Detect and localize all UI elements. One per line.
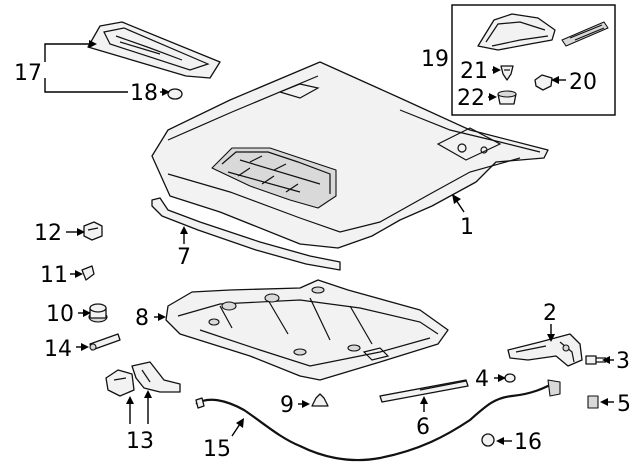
callout-4: 4 bbox=[475, 367, 489, 392]
arrow-18 bbox=[162, 88, 170, 96]
arrow-14 bbox=[81, 343, 89, 351]
bumper-10-part bbox=[88, 303, 108, 323]
callout-1: 1 bbox=[460, 215, 474, 240]
fastener-4-part bbox=[504, 373, 516, 383]
clip-12-part bbox=[83, 221, 103, 241]
arrow-12 bbox=[77, 228, 85, 236]
inset-box bbox=[451, 4, 616, 116]
arrow-3 bbox=[602, 356, 610, 364]
arrow-16 bbox=[496, 437, 504, 445]
arrow-1 bbox=[452, 194, 461, 204]
fastener-9-part bbox=[311, 393, 329, 407]
trim-strip-part bbox=[561, 21, 609, 47]
arrow-13a bbox=[126, 396, 134, 404]
clip-20-part bbox=[534, 74, 553, 91]
arrow-11 bbox=[75, 270, 83, 278]
callout-19: 19 bbox=[421, 47, 449, 72]
arrow-21 bbox=[493, 66, 501, 74]
hood-inner-panel-part bbox=[165, 279, 449, 381]
leader-17 bbox=[44, 43, 128, 93]
leader-13 bbox=[129, 396, 149, 424]
grommet-18-part bbox=[167, 88, 183, 100]
bolt-3-part bbox=[585, 355, 606, 365]
leader-15 bbox=[231, 423, 241, 437]
callout-12: 12 bbox=[34, 221, 62, 246]
prop-rod-clip-14-part bbox=[89, 333, 121, 351]
arrow-15 bbox=[236, 418, 244, 428]
arrow-8 bbox=[158, 313, 166, 321]
arrow-4 bbox=[498, 374, 506, 382]
arrow-17 bbox=[89, 40, 97, 48]
hood-hinge-part bbox=[507, 333, 583, 367]
callout-21: 21 bbox=[460, 59, 488, 84]
callout-16: 16 bbox=[514, 430, 542, 455]
callout-14: 14 bbox=[44, 337, 72, 362]
callout-7: 7 bbox=[177, 245, 191, 270]
hood-latch-part bbox=[105, 361, 181, 397]
clip-11-part bbox=[81, 265, 95, 281]
callout-17: 17 bbox=[14, 61, 42, 86]
callout-9: 9 bbox=[280, 393, 294, 418]
callout-18: 18 bbox=[130, 81, 158, 106]
grommet-22-part bbox=[497, 90, 517, 105]
weatherstrip-part bbox=[151, 197, 341, 271]
callout-3: 3 bbox=[616, 349, 630, 374]
callout-15: 15 bbox=[203, 437, 231, 462]
scoop-insert-part bbox=[477, 13, 556, 51]
callout-13: 13 bbox=[126, 429, 154, 454]
callout-10: 10 bbox=[46, 302, 74, 327]
arrow-13b bbox=[144, 390, 152, 398]
clip-21-part bbox=[500, 65, 514, 81]
arrow-7 bbox=[180, 226, 188, 234]
arrow-20 bbox=[551, 76, 559, 84]
grommet-16-part bbox=[481, 433, 495, 447]
callout-8: 8 bbox=[135, 306, 149, 331]
callout-20: 20 bbox=[569, 70, 597, 95]
arrow-5 bbox=[600, 398, 608, 406]
callout-6: 6 bbox=[416, 415, 430, 440]
callout-5: 5 bbox=[617, 392, 631, 417]
release-cable-part bbox=[195, 379, 561, 462]
arrow-6 bbox=[420, 396, 428, 404]
arrow-10 bbox=[83, 309, 91, 317]
callout-11: 11 bbox=[40, 263, 68, 288]
callout-22: 22 bbox=[457, 86, 485, 111]
callout-2: 2 bbox=[543, 301, 557, 326]
hood-panel-part bbox=[151, 61, 549, 249]
clip-5-part bbox=[587, 395, 599, 409]
leader-1 bbox=[455, 199, 465, 213]
arrow-2 bbox=[547, 334, 555, 342]
arrow-22 bbox=[489, 93, 497, 101]
hood-scoop-part bbox=[87, 21, 221, 79]
hood-strut-part bbox=[379, 379, 469, 403]
arrow-9 bbox=[302, 400, 310, 408]
